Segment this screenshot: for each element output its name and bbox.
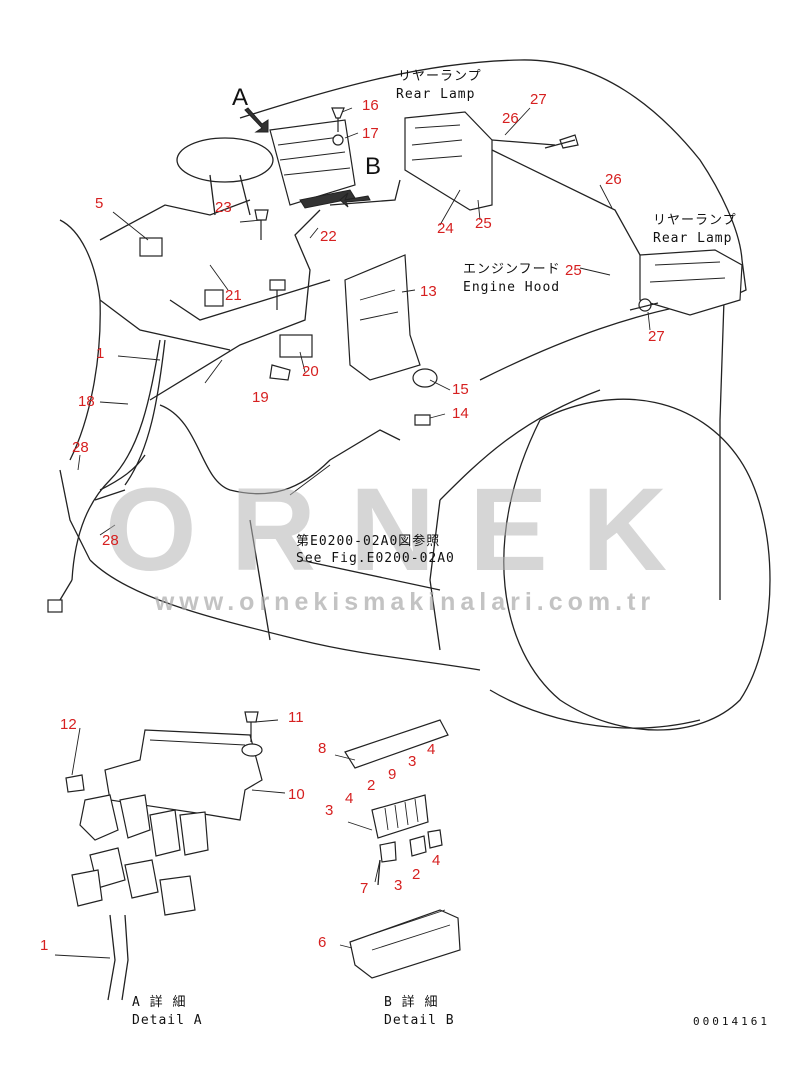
part-label: 4 bbox=[345, 790, 354, 807]
rear-lamp-right-jp: リヤーランプ bbox=[653, 213, 737, 228]
bracket-13 bbox=[344, 254, 421, 381]
part-label: 21 bbox=[225, 287, 242, 304]
rear-lamp-top-jp: リヤーランプ bbox=[398, 69, 482, 84]
part-label: 16 bbox=[362, 97, 379, 114]
detail-a-en: Detail A bbox=[132, 1013, 203, 1028]
part-23 bbox=[254, 209, 269, 240]
part-label: 5 bbox=[95, 195, 104, 212]
part-19 bbox=[269, 364, 291, 381]
part-label: 20 bbox=[302, 363, 319, 380]
part-label: 3 bbox=[325, 802, 334, 819]
part-label: 1 bbox=[40, 937, 49, 954]
part-label: 23 bbox=[215, 199, 232, 216]
part-label: 4 bbox=[432, 852, 441, 869]
rear-lamp-right-en: Rear Lamp bbox=[653, 231, 733, 246]
part-label: 3 bbox=[408, 753, 417, 770]
part-label: 25 bbox=[475, 215, 492, 232]
rear-lamp-top-en: Rear Lamp bbox=[396, 87, 476, 102]
wire-harness bbox=[47, 179, 401, 613]
machine-outline bbox=[59, 59, 771, 731]
callout-a: A bbox=[232, 84, 249, 111]
part-15 bbox=[412, 368, 438, 388]
detail-b-drawing bbox=[344, 719, 461, 979]
part-5 bbox=[139, 237, 163, 257]
part-label: 28 bbox=[102, 532, 119, 549]
arrow-a bbox=[244, 107, 269, 133]
part-label: 2 bbox=[412, 866, 421, 883]
part-label: 18 bbox=[78, 393, 95, 410]
part-label: 6 bbox=[318, 934, 327, 951]
see-fig-en: See Fig.E0200-02A0 bbox=[296, 551, 455, 566]
engine-hood-en: Engine Hood bbox=[463, 280, 561, 295]
part-label: 11 bbox=[288, 709, 304, 726]
part-label: 27 bbox=[530, 91, 547, 108]
engine-hood-jp: エンジンフード bbox=[463, 262, 561, 277]
part-label: 2 bbox=[367, 777, 376, 794]
detail-b-en: Detail B bbox=[384, 1013, 455, 1028]
part-label: 25 bbox=[565, 262, 582, 279]
part-label: 7 bbox=[360, 880, 369, 897]
part-label: 26 bbox=[502, 110, 519, 127]
part-label: 26 bbox=[605, 171, 622, 188]
part-label: 1 bbox=[96, 345, 105, 362]
callout-b: B bbox=[365, 153, 382, 180]
rear-lamp-right bbox=[638, 249, 743, 316]
drawing-code: 00014161 bbox=[693, 1015, 770, 1028]
watermark-url: www.ornekismakinalari.com.tr bbox=[154, 588, 656, 616]
part-label: 17 bbox=[362, 125, 379, 142]
part-label: 19 bbox=[252, 389, 269, 406]
watermark-brand: ORNEK bbox=[104, 464, 702, 596]
part-label: 14 bbox=[452, 405, 469, 422]
detail-b-jp: B 詳 細 bbox=[384, 995, 439, 1010]
part-label: 12 bbox=[60, 716, 77, 733]
leader-lines bbox=[54, 107, 651, 959]
part-label: 10 bbox=[288, 786, 305, 803]
see-fig-jp: 第E0200-02A0図参照 bbox=[296, 534, 441, 549]
fuse-relay-box bbox=[269, 119, 356, 209]
steering-wheel bbox=[176, 137, 274, 183]
part-label: 3 bbox=[394, 877, 403, 894]
part-label: 27 bbox=[648, 328, 665, 345]
part-14 bbox=[414, 414, 431, 426]
part-label: 15 bbox=[452, 381, 469, 398]
part-20 bbox=[279, 334, 313, 358]
part-label: 13 bbox=[420, 283, 437, 300]
part-label: 22 bbox=[320, 228, 337, 245]
part-label: 28 bbox=[72, 439, 89, 456]
detail-a-jp: A 詳 細 bbox=[132, 995, 187, 1010]
arrow-b bbox=[339, 192, 371, 208]
part-label: 9 bbox=[388, 766, 397, 783]
part-label: 4 bbox=[427, 741, 436, 758]
detail-a-drawing bbox=[65, 711, 263, 1001]
part-label: 24 bbox=[437, 220, 454, 237]
rear-lamp-top bbox=[404, 111, 641, 256]
part-label: 8 bbox=[318, 740, 327, 757]
part-16 bbox=[331, 107, 345, 132]
